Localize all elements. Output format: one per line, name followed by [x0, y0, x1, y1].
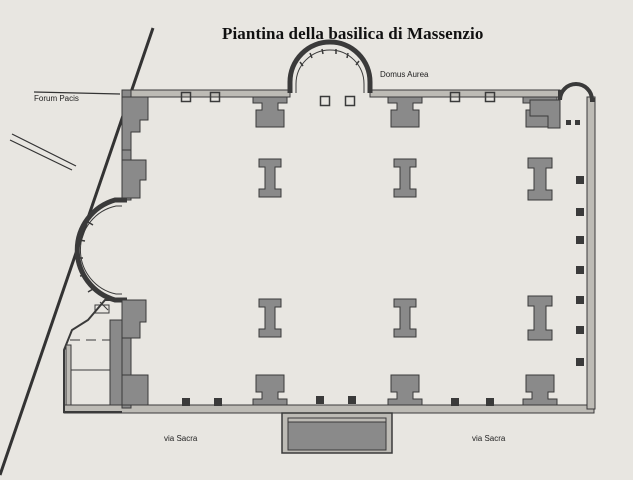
label-via-sacra-left: via Sacra — [164, 434, 198, 443]
south-entrance — [281, 412, 393, 454]
north-apse — [287, 39, 373, 93]
north-piers — [252, 96, 558, 128]
label-via-sacra-right: via Sacra — [472, 434, 506, 443]
west-apse — [74, 197, 127, 303]
east-wall-columns — [576, 176, 584, 366]
outer-wall — [63, 89, 596, 414]
nave-piers — [258, 157, 553, 341]
label-forum-pacis: Forum Pacis — [34, 94, 79, 103]
west-porch — [63, 299, 123, 413]
west-wall-buttresses — [121, 96, 149, 406]
northeast-stair — [529, 82, 595, 129]
page-title: Piantina della basilica di Massenzio — [222, 24, 484, 43]
label-domus-aurea: Domus Aurea — [380, 70, 429, 79]
south-piers — [252, 374, 558, 406]
